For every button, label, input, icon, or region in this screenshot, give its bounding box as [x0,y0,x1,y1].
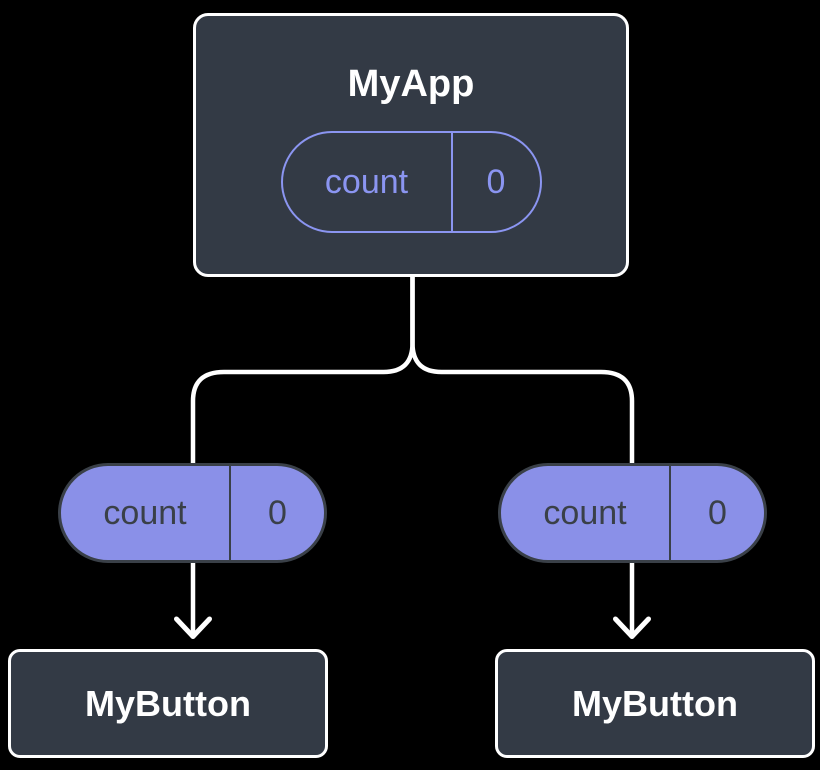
arrow-down-icon [613,616,651,639]
connector-branch-right [410,272,635,469]
connector-branch-left [190,272,415,469]
prop-pill-name: count [501,466,671,560]
component-box-mybutton: MyButton [8,649,328,758]
prop-pill: count 0 [58,463,327,563]
prop-pill: count 0 [498,463,767,563]
prop-pill-value: 0 [268,493,287,532]
state-pill-name: count [283,133,453,231]
component-box-mybutton: MyButton [495,649,815,758]
component-title: MyButton [572,682,738,724]
state-pill-value: 0 [486,162,506,201]
state-pill: count 0 [280,131,542,233]
prop-pill-name: count [61,466,231,560]
prop-pill-value: 0 [708,493,727,532]
component-title: MyApp [347,63,475,105]
arrow-down-icon [174,616,212,639]
component-box-myapp: MyApp count 0 [193,13,629,277]
component-title: MyButton [85,682,251,724]
